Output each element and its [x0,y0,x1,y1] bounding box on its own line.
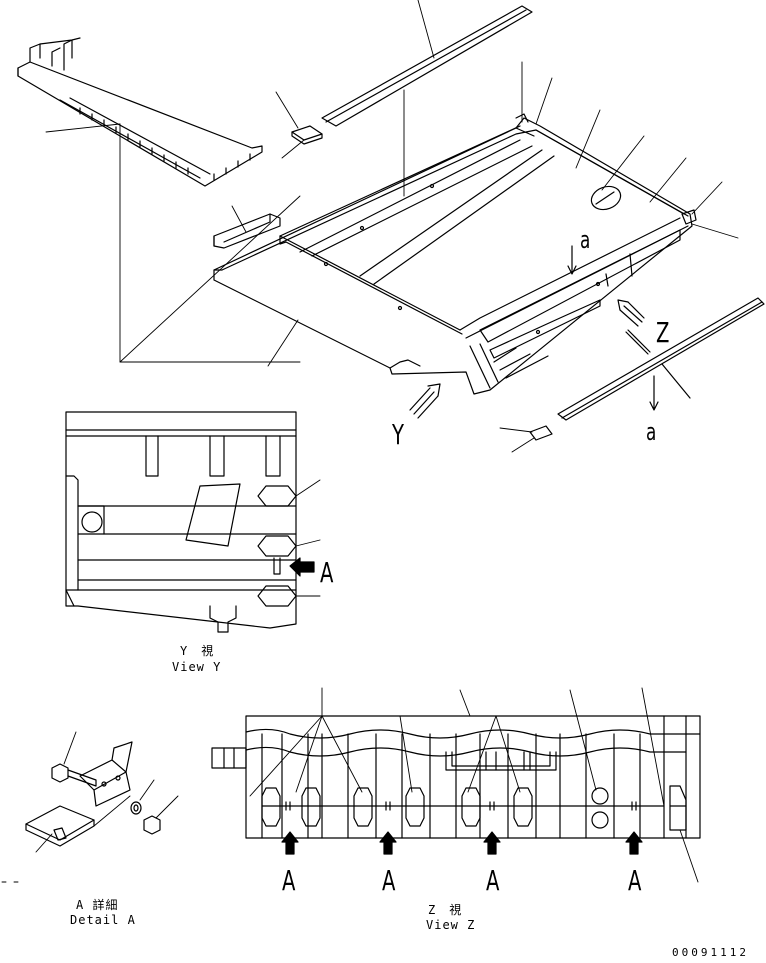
arrow-a-z3 [483,831,501,855]
label-a-right: a [646,418,657,446]
small-plate-z [529,425,553,441]
arrow-a-top [567,245,577,275]
view-z-jp-label: Z 視 [428,903,463,917]
top-strip-part [321,5,533,127]
view-y-drawing [65,411,321,633]
label-y-main: Y [392,418,404,451]
view-y-en-label: View Y [172,660,222,674]
left-pad-part [213,213,281,249]
label-a-z4: A [628,864,642,897]
view-z-drawing [211,687,701,883]
arrow-a-view-y [289,557,315,577]
arrow-a-z4 [625,831,643,855]
label-a-z1: A [282,864,296,897]
arrow-a-z2 [379,831,397,855]
leader-lines-top [45,0,739,367]
label-a-top: a [580,226,591,254]
detail-a-en-label: Detail A [70,913,136,927]
label-a-view-y: A [320,556,334,589]
detail-a-drawing [1,731,179,883]
main-tray-frame [213,113,697,395]
view-y-jp-label: Y 視 [180,644,215,658]
arrow-a-z1 [281,831,299,855]
right-arrow-icon [617,299,645,327]
top-assembly [17,0,765,453]
label-z-main: Z [656,316,670,349]
label-a-z3: A [486,864,500,897]
small-plate [291,125,323,141]
left-rail-part [17,37,263,187]
drawing-number: 00091112 [672,946,749,959]
label-a-z2: A [382,864,396,897]
view-z-en-label: View Z [426,918,476,932]
detail-a-jp-label: A 詳細 [76,898,119,912]
y-arrow-icon [409,383,441,419]
right-strip-part [557,297,765,421]
